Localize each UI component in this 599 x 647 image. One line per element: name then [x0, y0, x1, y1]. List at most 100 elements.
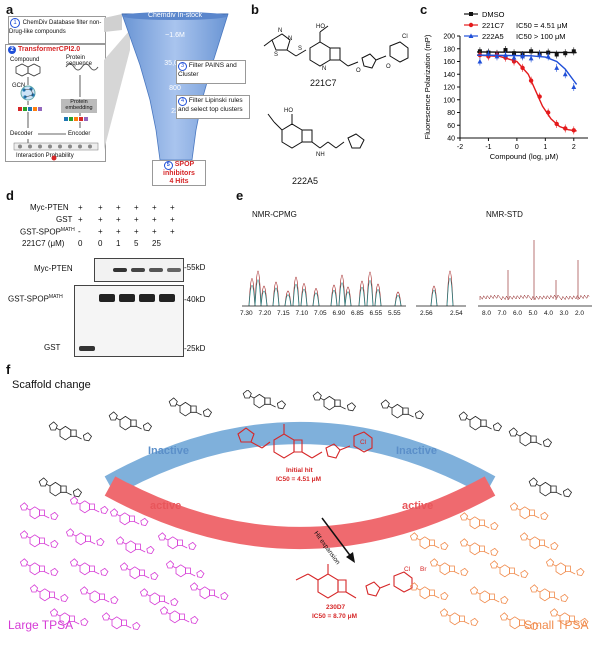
condition-value: 25	[152, 239, 161, 248]
data-point	[520, 65, 525, 71]
blot2-sup: MATH	[48, 294, 63, 300]
band	[167, 268, 181, 272]
svg-text:N: N	[278, 28, 282, 34]
data-point	[554, 52, 559, 57]
condition-value: +	[134, 215, 139, 224]
encoder-label: Encoder	[68, 131, 91, 137]
condition-label: 221C7 (μM)	[22, 239, 65, 248]
x-tick-label: -2	[457, 144, 463, 151]
svg-text:N: N	[322, 66, 326, 72]
nmr-spectra	[242, 240, 592, 307]
data-point	[562, 71, 568, 77]
condition-value: +	[134, 203, 139, 212]
step5-box: 5 SPOP inhibitors 4 Hits	[152, 160, 206, 186]
step5-number: 5	[163, 161, 173, 170]
inactive-right-label: Inactive	[396, 445, 437, 457]
data-point	[503, 52, 508, 58]
blot-myc-pten	[94, 258, 184, 282]
y-tick-label: 60	[447, 123, 455, 130]
data-point	[571, 49, 576, 54]
step4-box: 4 Filter Lipinski rules and select top c…	[176, 95, 250, 119]
data-point	[494, 53, 500, 59]
step4-number: 4	[178, 97, 187, 106]
condition-value: 1	[116, 239, 121, 248]
band	[139, 294, 155, 302]
data-point	[563, 51, 568, 56]
data-point	[563, 126, 568, 131]
scaffold-change-title: Scaffold change	[12, 379, 91, 391]
condition-value: +	[98, 227, 103, 236]
large-tpsa-label: Large TPSA	[8, 618, 74, 632]
cmp-230d7-label: 230D7	[326, 604, 346, 611]
decoder-label: Decoder	[10, 131, 33, 137]
active-right-label: active	[402, 500, 434, 512]
nmr-tick-label: 7.15	[277, 310, 290, 317]
legend-label: 222A5	[482, 32, 504, 41]
step3-box: 3 Filter PAINS and Cluster	[176, 60, 246, 84]
mw-25: -25kD	[184, 344, 206, 353]
step1-number: 1	[10, 18, 20, 28]
condition-label: GST	[56, 215, 73, 224]
data-point	[528, 78, 534, 83]
band	[79, 346, 95, 351]
funnel-level-1: ~1.6M	[165, 32, 185, 39]
legend-label: 221C7	[482, 21, 504, 30]
y-tick-label: 40	[447, 136, 455, 143]
step4-text: Filter Lipinski rules and select top clu…	[178, 97, 243, 113]
data-point	[545, 110, 551, 115]
step1-box: 1 ChemDiv Database filter non-Drug-like …	[8, 16, 106, 44]
legend-ic50: IC50 = 4.51 μM	[516, 21, 568, 30]
gcn-label: GCN	[12, 83, 26, 89]
step5-text2: 4 Hits	[169, 178, 189, 185]
condition-value: +	[116, 215, 121, 224]
step3-text: Filter PAINS and Cluster	[178, 62, 237, 78]
inactive-structures	[38, 390, 573, 498]
step3-number: 3	[178, 62, 187, 71]
compound-222a5-label: 222A5	[292, 176, 319, 186]
nmr-tick-label: 7.10	[295, 310, 309, 317]
step2-box: 2 TransformerCPI2.0 Compound Protein seq…	[5, 44, 106, 162]
condition-value: +	[170, 227, 175, 236]
panel-label-a: a	[6, 2, 14, 17]
blot2-text: GST-SPOP	[8, 294, 49, 304]
condition-value: 5	[134, 239, 139, 248]
data-point	[545, 53, 551, 59]
initial-hit-structure	[237, 424, 373, 459]
small-tpsa-label: Small TPSA	[524, 618, 589, 632]
condition-value: +	[78, 215, 83, 224]
data-point	[537, 94, 542, 99]
step1-text: ChemDiv Database filter non-Drug-like co…	[9, 20, 102, 35]
data-point	[529, 49, 534, 54]
small-tpsa-structures	[409, 502, 589, 631]
svg-text:O: O	[386, 64, 391, 70]
svg-text:O: O	[356, 68, 361, 74]
fit-line-DMSO	[477, 51, 577, 54]
condition-label: GST-SPOPMATH	[20, 227, 75, 237]
nmr-tick-label: 6.0	[513, 310, 523, 317]
active-left-label: active	[150, 500, 182, 512]
nmr-std-title: NMR-STD	[486, 210, 523, 219]
data-point	[571, 128, 576, 133]
y-tick-label: 100	[443, 97, 455, 104]
condition-value: +	[116, 227, 121, 236]
y-axis-label: Fluorescence Polarization (mP)	[423, 34, 432, 139]
active-arc	[104, 476, 496, 549]
inactive-arc	[104, 422, 496, 496]
nmr-tick-label: 3.0	[559, 310, 569, 317]
data-point	[520, 53, 525, 59]
x-tick-label: 2	[572, 144, 576, 151]
condition-value: -	[78, 227, 81, 236]
nmr-tick-label: 7.30	[240, 310, 253, 317]
mw-40: -40kD	[184, 295, 206, 304]
scaffold-diagram	[19, 390, 589, 631]
panel-label-d: d	[6, 188, 14, 203]
data-point	[554, 65, 560, 70]
data-point	[528, 55, 534, 61]
funnel-level-4: 22	[171, 108, 179, 115]
initial-hit-label: Initial hit	[286, 467, 313, 474]
step5-text1: SPOP inhibitors	[163, 161, 195, 177]
nmr-tick-label: 7.0	[497, 310, 507, 317]
band	[149, 268, 163, 272]
data-point	[512, 51, 517, 56]
